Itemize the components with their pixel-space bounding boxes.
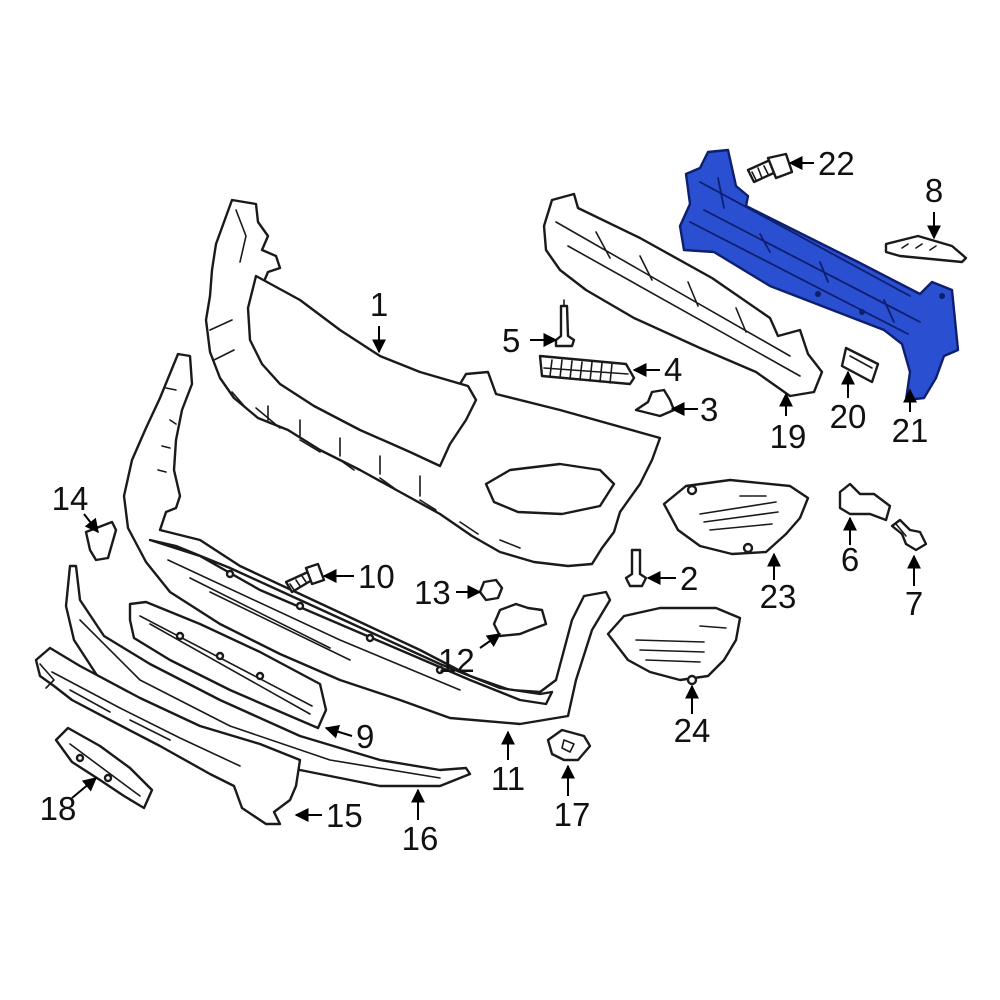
callout-7: 7 (905, 585, 923, 622)
part-6-side-bracket[interactable] (838, 482, 892, 522)
leader-lines (71, 156, 941, 822)
part-3-cap[interactable] (634, 388, 676, 418)
callout-15: 15 (326, 797, 363, 834)
callout-1: 1 (370, 286, 388, 323)
callout-3: 3 (700, 391, 718, 428)
callout-19: 19 (770, 418, 807, 455)
callout-20: 20 (830, 398, 867, 435)
part-23-fog-bezel[interactable] (662, 478, 810, 556)
callout-18: 18 (40, 790, 77, 827)
part-22-bolt[interactable] (746, 152, 794, 184)
part-20-clip[interactable] (840, 346, 880, 384)
callout-17: 17 (554, 796, 591, 833)
part-10-bolt[interactable] (284, 562, 326, 594)
callout-10: 10 (358, 558, 395, 595)
part-15-skid-plate[interactable] (34, 646, 302, 826)
callout-11: 11 (491, 760, 525, 797)
part-2-bolt[interactable] (624, 548, 648, 588)
callout-22: 22 (818, 145, 855, 182)
part-12-bracket[interactable] (492, 602, 548, 638)
part-5-pin[interactable] (554, 299, 576, 348)
part-24-lower-bezel[interactable] (606, 606, 742, 686)
part-18-bracket[interactable] (54, 726, 154, 810)
callout-8: 8 (925, 172, 943, 209)
part-17-nut-clip[interactable] (546, 728, 592, 762)
part-14-clip[interactable] (84, 520, 118, 562)
part-19-energy-absorber[interactable] (542, 192, 824, 398)
callout-12: 12 (438, 642, 475, 679)
callout-14: 14 (52, 480, 89, 517)
part-7-screw[interactable] (890, 518, 928, 552)
part-8-bracket[interactable] (884, 234, 968, 264)
part-4-grille-insert[interactable] (538, 354, 636, 386)
callout-21: 21 (892, 412, 929, 449)
part-11-lower-bumper-cover[interactable] (122, 352, 612, 726)
callout-labels: 1 2 3 4 5 6 7 8 9 10 11 12 13 14 15 16 1… (40, 145, 944, 857)
callout-24: 24 (674, 712, 711, 749)
callout-13: 13 (414, 574, 451, 611)
callout-16: 16 (402, 820, 439, 857)
part-9-lower-grille[interactable] (128, 600, 328, 730)
part-13-clip[interactable] (478, 578, 504, 602)
callout-23: 23 (760, 578, 797, 615)
callout-4: 4 (664, 351, 682, 388)
callout-6: 6 (841, 541, 859, 578)
part-21-reinforcement-bar[interactable] (678, 148, 960, 402)
callout-5: 5 (502, 322, 520, 359)
callout-2: 2 (680, 560, 698, 597)
part-1-upper-bumper-cover[interactable] (204, 198, 662, 568)
callout-9: 9 (356, 718, 374, 755)
